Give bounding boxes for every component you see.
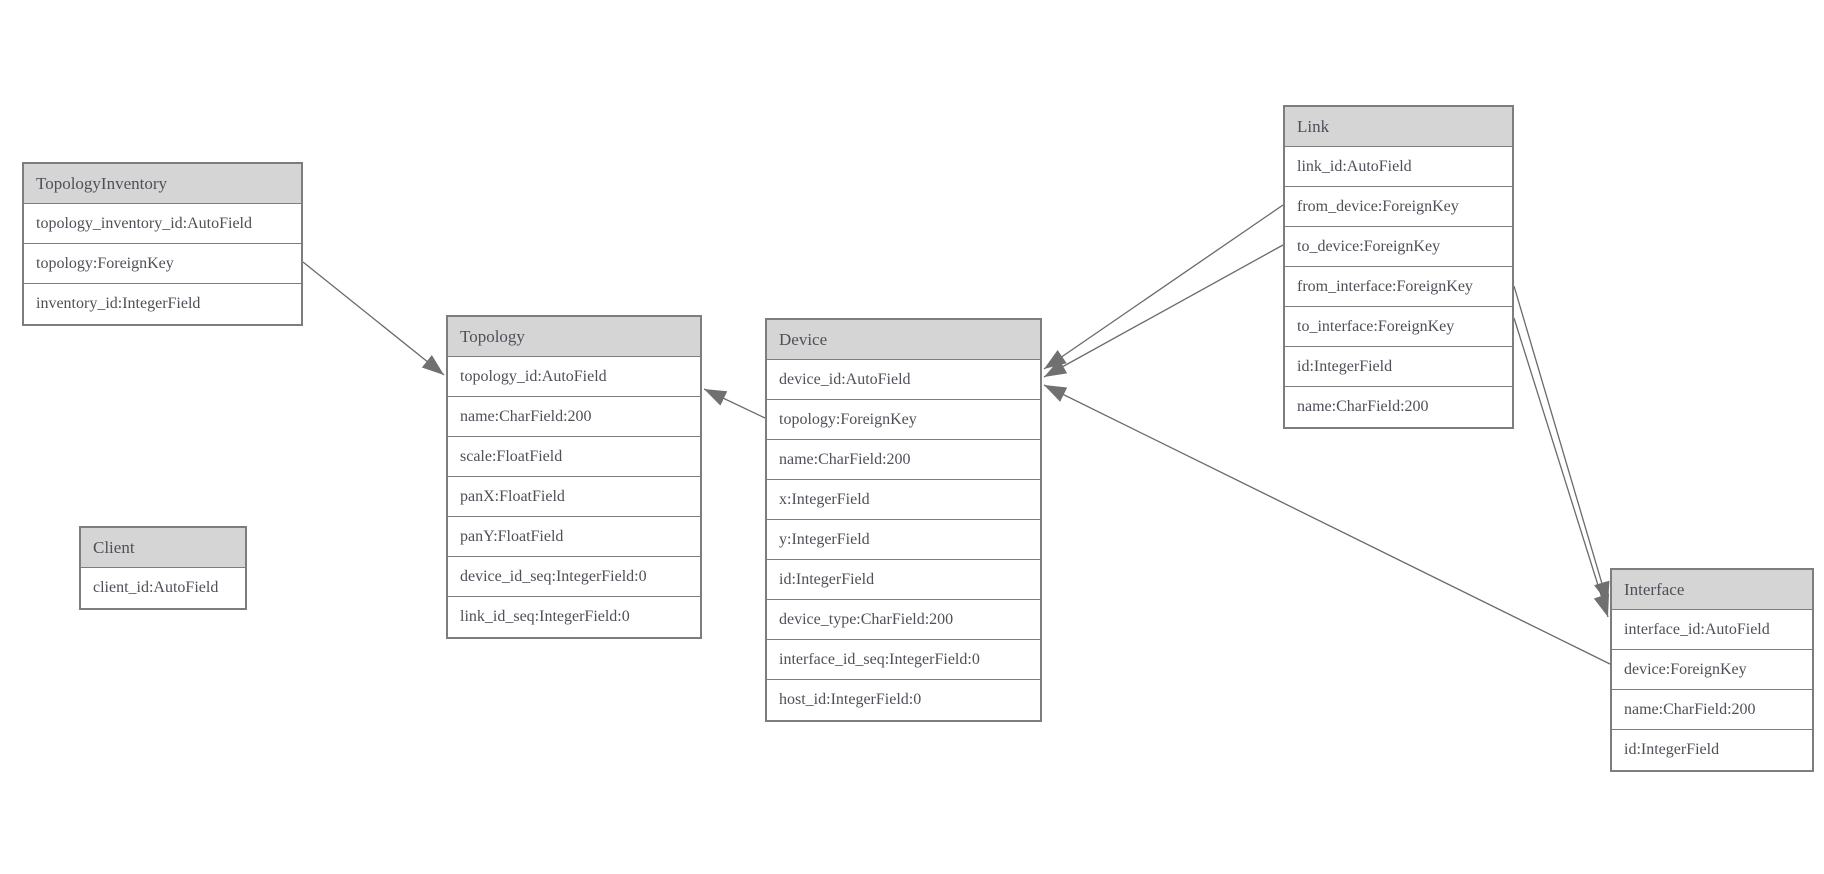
field-row-link-link_id: link_id:AutoField xyxy=(1285,147,1512,187)
field-row-device-device_id: device_id:AutoField xyxy=(767,360,1040,400)
field-row-interface-interface_id: interface_id:AutoField xyxy=(1612,610,1812,650)
field-row-link-from_interface: from_interface:ForeignKey xyxy=(1285,267,1512,307)
field-row-link-to_interface: to_interface:ForeignKey xyxy=(1285,307,1512,347)
entity-title-link: Link xyxy=(1285,107,1512,147)
relation-arrow-device-topology xyxy=(703,388,766,419)
field-row-interface-device: device:ForeignKey xyxy=(1612,650,1812,690)
entity-title-topology: Topology xyxy=(448,317,700,357)
field-row-interface-id: id:IntegerField xyxy=(1612,730,1812,770)
field-row-device-x: x:IntegerField xyxy=(767,480,1040,520)
field-row-topologyinventory-topology: topology:ForeignKey xyxy=(24,244,301,284)
field-row-topologyinventory-inventory_id: inventory_id:IntegerField xyxy=(24,284,301,324)
field-row-topology-link_id_seq: link_id_seq:IntegerField:0 xyxy=(448,597,700,637)
field-row-device-y: y:IntegerField xyxy=(767,520,1040,560)
field-row-topologyinventory-topology_inventory_id: topology_inventory_id:AutoField xyxy=(24,204,301,244)
field-row-device-device_type: device_type:CharField:200 xyxy=(767,600,1040,640)
field-row-topology-panY: panY:FloatField xyxy=(448,517,700,557)
entity-title-interface: Interface xyxy=(1612,570,1812,610)
relation-arrow-link-from_device xyxy=(1043,204,1284,370)
relation-arrow-link-from_interface xyxy=(1513,285,1610,605)
field-row-link-id: id:IntegerField xyxy=(1285,347,1512,387)
field-row-link-from_device: from_device:ForeignKey xyxy=(1285,187,1512,227)
field-row-link-name: name:CharField:200 xyxy=(1285,387,1512,427)
field-row-device-id: id:IntegerField xyxy=(767,560,1040,600)
field-row-topology-device_id_seq: device_id_seq:IntegerField:0 xyxy=(448,557,700,597)
field-row-topology-name: name:CharField:200 xyxy=(448,397,700,437)
entity-title-device: Device xyxy=(767,320,1040,360)
field-row-link-to_device: to_device:ForeignKey xyxy=(1285,227,1512,267)
field-row-interface-name: name:CharField:200 xyxy=(1612,690,1812,730)
field-row-topology-scale: scale:FloatField xyxy=(448,437,700,477)
field-row-topology-topology_id: topology_id:AutoField xyxy=(448,357,700,397)
relation-arrow-link-to_device xyxy=(1043,244,1284,378)
field-row-client-client_id: client_id:AutoField xyxy=(81,568,245,608)
entity-title-topologyinventory: TopologyInventory xyxy=(24,164,301,204)
entity-title-client: Client xyxy=(81,528,245,568)
relation-arrow-link-to_interface xyxy=(1513,317,1610,618)
field-row-device-interface_id_seq: interface_id_seq:IntegerField:0 xyxy=(767,640,1040,680)
field-row-topology-panX: panX:FloatField xyxy=(448,477,700,517)
field-row-device-host_id: host_id:IntegerField:0 xyxy=(767,680,1040,720)
relation-arrow-topologyinventory-topology xyxy=(302,261,445,376)
field-row-device-name: name:CharField:200 xyxy=(767,440,1040,480)
field-row-device-topology: topology:ForeignKey xyxy=(767,400,1040,440)
